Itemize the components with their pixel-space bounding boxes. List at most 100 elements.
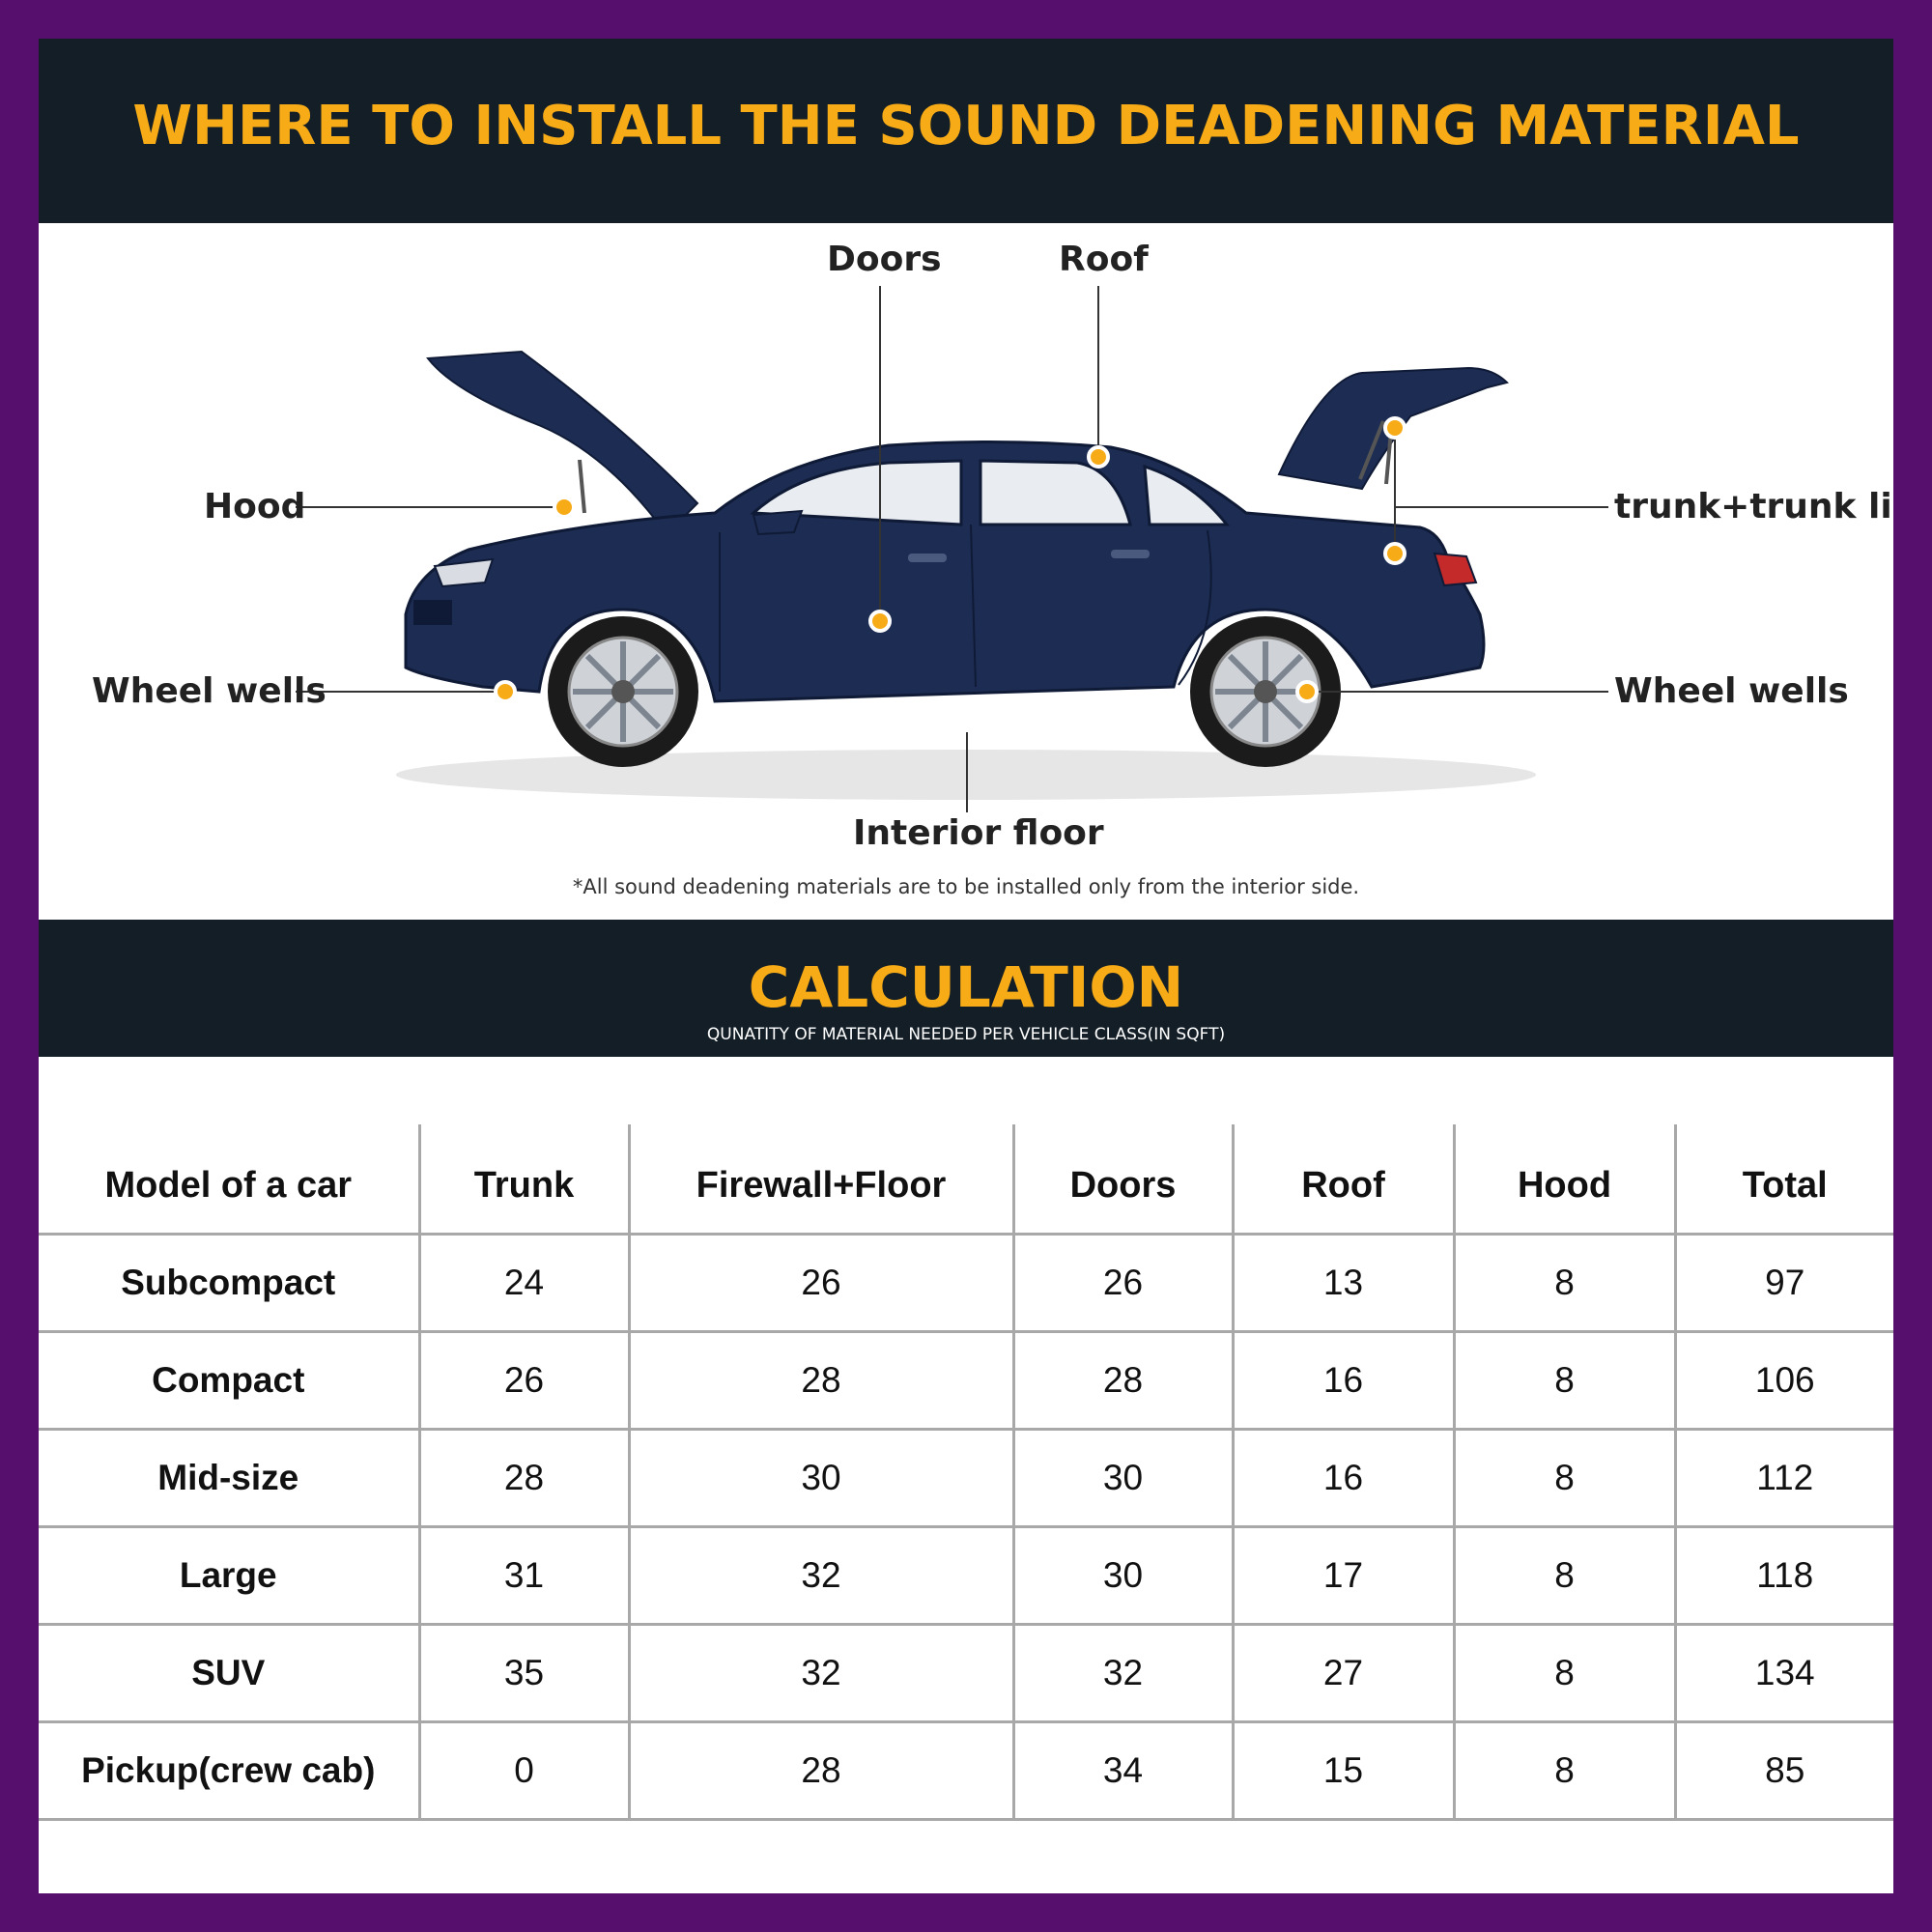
model-cell: Mid-size bbox=[39, 1429, 421, 1528]
roof-cell: 16 bbox=[1233, 1429, 1456, 1528]
rear-door-edge bbox=[1178, 529, 1212, 686]
roof-label: Roof bbox=[1059, 240, 1149, 279]
roof-cell: 13 bbox=[1233, 1234, 1456, 1333]
side-mirror bbox=[752, 509, 804, 536]
total-cell: 118 bbox=[1675, 1526, 1893, 1626]
doors-cell: 32 bbox=[1013, 1624, 1235, 1723]
trunk-cell: 26 bbox=[419, 1331, 631, 1431]
trunk-label: trunk+trunk lid bbox=[1614, 487, 1893, 526]
model-cell: SUV bbox=[39, 1624, 421, 1723]
doors-cell: 26 bbox=[1013, 1234, 1235, 1333]
table-row: Compact 26 28 28 16 8 106 bbox=[39, 1331, 1893, 1431]
car-diagram: Doors Roof Hood trunk+trunk lid Wheel we… bbox=[39, 223, 1893, 920]
table-row: Pickup(crew cab) 0 28 34 15 8 85 bbox=[39, 1721, 1893, 1821]
model-cell: Pickup(crew cab) bbox=[39, 1721, 421, 1821]
rear-door-handle bbox=[1111, 550, 1150, 558]
firewall-floor-cell: 30 bbox=[629, 1429, 1015, 1528]
table-header-row: Model of a car Trunk Firewall+Floor Door… bbox=[39, 1124, 1893, 1236]
quarter-window bbox=[1143, 464, 1231, 526]
trunk-cell: 28 bbox=[419, 1429, 631, 1528]
firewall-floor-cell: 32 bbox=[629, 1526, 1015, 1626]
firewall-floor-cell: 26 bbox=[629, 1234, 1015, 1333]
calculation-subtitle: QUNATITY OF MATERIAL NEEDED PER VEHICLE … bbox=[706, 1025, 1226, 1044]
model-cell: Large bbox=[39, 1526, 421, 1626]
column-header-hood: Hood bbox=[1454, 1124, 1677, 1236]
firewall-floor-cell: 32 bbox=[629, 1624, 1015, 1723]
doors-cell: 28 bbox=[1013, 1331, 1235, 1431]
table-row: Subcompact 24 26 26 13 8 97 bbox=[39, 1234, 1893, 1333]
leader-lines bbox=[296, 286, 1608, 812]
model-cell: Subcompact bbox=[39, 1234, 421, 1333]
column-header-total: Total bbox=[1675, 1124, 1893, 1236]
hood-strut bbox=[578, 459, 586, 514]
firewall-floor-cell: 28 bbox=[629, 1721, 1015, 1821]
column-header-model: Model of a car bbox=[39, 1124, 421, 1236]
total-cell: 97 bbox=[1675, 1234, 1893, 1333]
column-header-roof: Roof bbox=[1233, 1124, 1456, 1236]
headlight bbox=[433, 557, 495, 588]
rear-wheel-well-marker bbox=[1295, 680, 1319, 703]
doors-cell: 30 bbox=[1013, 1526, 1235, 1626]
total-cell: 112 bbox=[1675, 1429, 1893, 1528]
table-row: Mid-size 28 30 30 16 8 112 bbox=[39, 1429, 1893, 1528]
trunk-cell: 35 bbox=[419, 1624, 631, 1723]
hood-cell: 8 bbox=[1454, 1331, 1677, 1431]
hood-cell: 8 bbox=[1454, 1234, 1677, 1333]
roof-marker bbox=[1087, 445, 1110, 469]
total-cell: 106 bbox=[1675, 1331, 1893, 1431]
doors-label: Doors bbox=[827, 240, 942, 279]
rear-hub bbox=[1254, 680, 1277, 703]
front-door-handle bbox=[908, 554, 947, 562]
hood-marker bbox=[553, 496, 576, 519]
table-row: SUV 35 32 32 27 8 134 bbox=[39, 1624, 1893, 1723]
hood-cell: 8 bbox=[1454, 1526, 1677, 1626]
front-hub bbox=[611, 680, 635, 703]
trunk-cell: 24 bbox=[419, 1234, 631, 1333]
car-illustration bbox=[296, 286, 1608, 812]
hood-cell: 8 bbox=[1454, 1429, 1677, 1528]
doors-cell: 30 bbox=[1013, 1429, 1235, 1528]
calculation-banner: CALCULATION QUNATITY OF MATERIAL NEEDED … bbox=[39, 920, 1893, 1057]
trunk-lid-marker bbox=[1383, 416, 1406, 440]
installation-note: *All sound deadening materials are to be… bbox=[572, 875, 1360, 898]
hood-panel bbox=[426, 350, 699, 536]
trunk-marker bbox=[1383, 542, 1406, 565]
hood-label: Hood bbox=[204, 487, 306, 526]
calculation-title: CALCULATION bbox=[748, 954, 1184, 1020]
column-header-firewall-floor: Firewall+Floor bbox=[629, 1124, 1015, 1236]
infographic-sheet: WHERE TO INSTALL THE SOUND DEADENING MAT… bbox=[39, 39, 1893, 1893]
wheel-wells-right-label: Wheel wells bbox=[1614, 671, 1849, 711]
interior-floor-label: Interior floor bbox=[853, 813, 1104, 853]
trunk-strut-2 bbox=[1384, 430, 1393, 485]
material-table: Model of a car Trunk Firewall+Floor Door… bbox=[39, 1124, 1893, 1821]
title-banner: WHERE TO INSTALL THE SOUND DEADENING MAT… bbox=[39, 39, 1893, 223]
front-grille bbox=[413, 600, 452, 625]
rear-door-seam bbox=[970, 524, 977, 688]
trunk-cell: 0 bbox=[419, 1721, 631, 1821]
doors-marker bbox=[868, 610, 892, 633]
column-header-doors: Doors bbox=[1013, 1124, 1235, 1236]
table-row: Large 31 32 30 17 8 118 bbox=[39, 1526, 1893, 1626]
roof-cell: 17 bbox=[1233, 1526, 1456, 1626]
front-window bbox=[750, 459, 963, 526]
page-title: WHERE TO INSTALL THE SOUND DEADENING MAT… bbox=[132, 95, 1800, 157]
hood-cell: 8 bbox=[1454, 1721, 1677, 1821]
rear-window bbox=[979, 459, 1132, 526]
roof-cell: 16 bbox=[1233, 1331, 1456, 1431]
car-body bbox=[404, 440, 1486, 703]
install-markers bbox=[494, 416, 1406, 703]
total-cell: 134 bbox=[1675, 1624, 1893, 1723]
taillight bbox=[1433, 552, 1478, 587]
firewall-floor-cell: 28 bbox=[629, 1331, 1015, 1431]
roof-cell: 15 bbox=[1233, 1721, 1456, 1821]
doors-cell: 34 bbox=[1013, 1721, 1235, 1821]
wheel-wells-left-label: Wheel wells bbox=[92, 671, 327, 711]
column-header-trunk: Trunk bbox=[419, 1124, 631, 1236]
trunk-strut bbox=[1358, 420, 1385, 480]
model-cell: Compact bbox=[39, 1331, 421, 1431]
hood-cell: 8 bbox=[1454, 1624, 1677, 1723]
trunk-cell: 31 bbox=[419, 1526, 631, 1626]
roof-cell: 27 bbox=[1233, 1624, 1456, 1723]
total-cell: 85 bbox=[1675, 1721, 1893, 1821]
front-wheel-well-marker bbox=[494, 680, 517, 703]
